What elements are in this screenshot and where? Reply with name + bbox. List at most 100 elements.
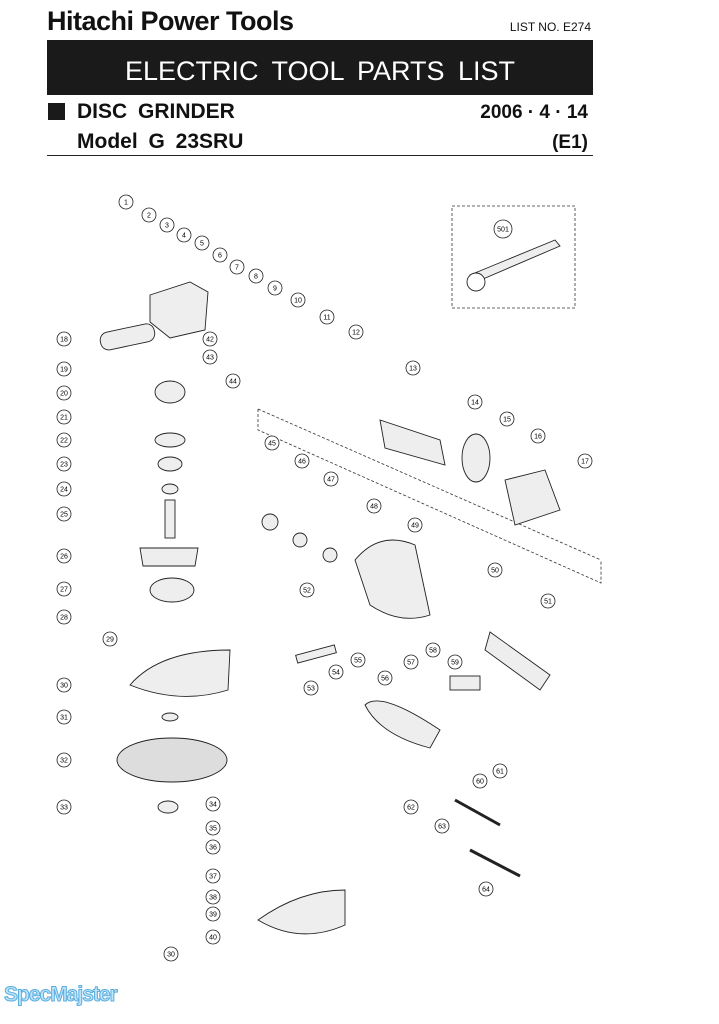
cord-part bbox=[469, 848, 521, 878]
callout-circle bbox=[56, 752, 72, 768]
callout-number: 39 bbox=[209, 912, 217, 919]
spindle-part bbox=[164, 499, 176, 539]
callout-number: 2 bbox=[147, 213, 151, 220]
callout-number: 27 bbox=[60, 587, 68, 594]
callout-61: 61 bbox=[492, 763, 508, 779]
callout-3: 3 bbox=[159, 217, 175, 233]
callout-circle bbox=[319, 309, 335, 325]
callout-number: 10 bbox=[294, 298, 302, 305]
callout-18: 18 bbox=[56, 331, 72, 347]
callout-circle bbox=[205, 906, 221, 922]
callout-number: 63 bbox=[438, 824, 446, 831]
callout-number: 29 bbox=[106, 637, 114, 644]
callout-circle bbox=[478, 881, 494, 897]
callout-number: 36 bbox=[209, 845, 217, 852]
callout-44: 44 bbox=[225, 373, 241, 389]
callout-number: 11 bbox=[323, 315, 330, 322]
callout-number: 12 bbox=[352, 330, 360, 337]
callout-number: 25 bbox=[60, 512, 68, 519]
callout-40: 40 bbox=[205, 929, 221, 945]
callout-16: 16 bbox=[530, 428, 546, 444]
callout-circle bbox=[540, 593, 556, 609]
callout-circle bbox=[348, 324, 364, 340]
callout-circle bbox=[176, 227, 192, 243]
callout-circle bbox=[472, 773, 488, 789]
callout-circle bbox=[487, 562, 503, 578]
diagram-frames bbox=[257, 205, 602, 584]
callout-number: 31 bbox=[60, 715, 68, 722]
callout-number: 64 bbox=[482, 887, 490, 894]
callout-circle bbox=[194, 235, 210, 251]
callout-number: 21 bbox=[60, 415, 68, 422]
callout-circle bbox=[202, 349, 218, 365]
callout-39: 39 bbox=[205, 906, 221, 922]
callout-circle bbox=[56, 581, 72, 597]
callout-14: 14 bbox=[467, 394, 483, 410]
callout-number: 50 bbox=[491, 568, 499, 575]
callout-1: 1 bbox=[118, 194, 134, 210]
callout-35: 35 bbox=[205, 820, 221, 836]
callout-number: 8 bbox=[254, 274, 258, 281]
brand-title: Hitachi Power Tools bbox=[47, 6, 294, 36]
callout-circle bbox=[248, 268, 264, 284]
callout-12: 12 bbox=[348, 324, 364, 340]
callout-circle bbox=[350, 652, 366, 668]
callout-number: 58 bbox=[429, 648, 437, 655]
callout-number: 23 bbox=[60, 462, 68, 469]
callout-circle bbox=[205, 868, 221, 884]
baffle-part bbox=[461, 433, 491, 483]
callout-circle bbox=[56, 409, 72, 425]
callout-32: 32 bbox=[56, 752, 72, 768]
callout-59: 59 bbox=[447, 654, 463, 670]
callout-circle bbox=[205, 820, 221, 836]
callout-number: 16 bbox=[534, 434, 542, 441]
callout-circle bbox=[56, 709, 72, 725]
callout-number: 32 bbox=[60, 758, 68, 765]
callout-5: 5 bbox=[194, 235, 210, 251]
callout-circle bbox=[205, 839, 221, 855]
callout-25: 25 bbox=[56, 506, 72, 522]
callout-8: 8 bbox=[248, 268, 264, 284]
callout-number: 17 bbox=[581, 459, 589, 466]
callout-circle bbox=[56, 506, 72, 522]
wheel-guard-2-part bbox=[257, 889, 346, 935]
callout-circle bbox=[56, 677, 72, 693]
callout-number: 30 bbox=[167, 952, 175, 959]
callout-34: 34 bbox=[205, 796, 221, 812]
callout-number: 51 bbox=[544, 599, 552, 606]
callout-number: 33 bbox=[60, 805, 68, 812]
callout-53: 53 bbox=[303, 680, 319, 696]
callout-54: 54 bbox=[328, 664, 344, 680]
callout-number: 48 bbox=[370, 504, 378, 511]
callout-circle bbox=[118, 194, 134, 210]
callout-number: 53 bbox=[307, 686, 315, 693]
callout-circle bbox=[56, 385, 72, 401]
callout-number: 5 bbox=[200, 241, 204, 248]
callout-20: 20 bbox=[56, 385, 72, 401]
motor-section-frame bbox=[257, 409, 602, 584]
handle-part bbox=[364, 700, 441, 749]
callout-circle bbox=[56, 548, 72, 564]
callout-number: 14 bbox=[471, 400, 479, 407]
callout-6: 6 bbox=[212, 247, 228, 263]
callout-circle bbox=[447, 654, 463, 670]
callout-number: 59 bbox=[451, 660, 459, 667]
callout-circle bbox=[499, 411, 515, 427]
callout-circle bbox=[102, 631, 118, 647]
callout-22: 22 bbox=[56, 432, 72, 448]
callout-49: 49 bbox=[407, 517, 423, 533]
callout-number: 54 bbox=[332, 670, 340, 677]
list-number: LIST NO. E274 bbox=[509, 20, 591, 34]
callout-number: 45 bbox=[268, 441, 276, 448]
housing-part bbox=[354, 539, 431, 619]
callout-62: 62 bbox=[403, 799, 419, 815]
callout-45: 45 bbox=[264, 435, 280, 451]
callout-number: 1 bbox=[124, 200, 128, 207]
callout-number: 15 bbox=[503, 417, 511, 424]
callout-64: 64 bbox=[478, 881, 494, 897]
callout-48: 48 bbox=[366, 498, 382, 514]
part-drawings bbox=[99, 239, 561, 935]
callout-circle bbox=[377, 670, 393, 686]
callout-21: 21 bbox=[56, 409, 72, 425]
callout-number: 49 bbox=[411, 523, 419, 530]
